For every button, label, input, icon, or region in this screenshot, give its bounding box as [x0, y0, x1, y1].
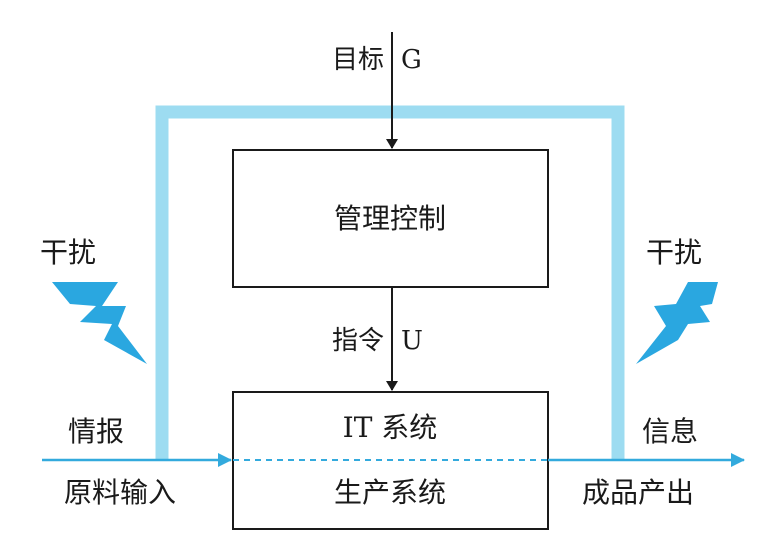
disturbance-left-label: 干扰	[40, 236, 96, 269]
goal-label: 目标	[332, 45, 384, 75]
management-box	[232, 149, 549, 288]
disturbance-right-label: 干扰	[646, 236, 702, 269]
management-label: 管理控制	[334, 202, 446, 235]
raw-material-label: 原料输入	[64, 476, 176, 509]
command-label: 指令	[332, 326, 384, 356]
feedback-loop	[155, 105, 625, 460]
product-output-label: 成品产出	[582, 476, 694, 509]
command-symbol: U	[401, 326, 423, 356]
goal-symbol: G	[401, 45, 422, 75]
information-label: 信息	[642, 415, 698, 448]
lightning-left-icon	[52, 282, 147, 364]
production-system-label: 生产系统	[334, 476, 446, 509]
intelligence-label: 情报	[68, 415, 124, 448]
it-system-label: IT 系统	[343, 411, 438, 444]
lightning-right-icon	[636, 282, 718, 364]
